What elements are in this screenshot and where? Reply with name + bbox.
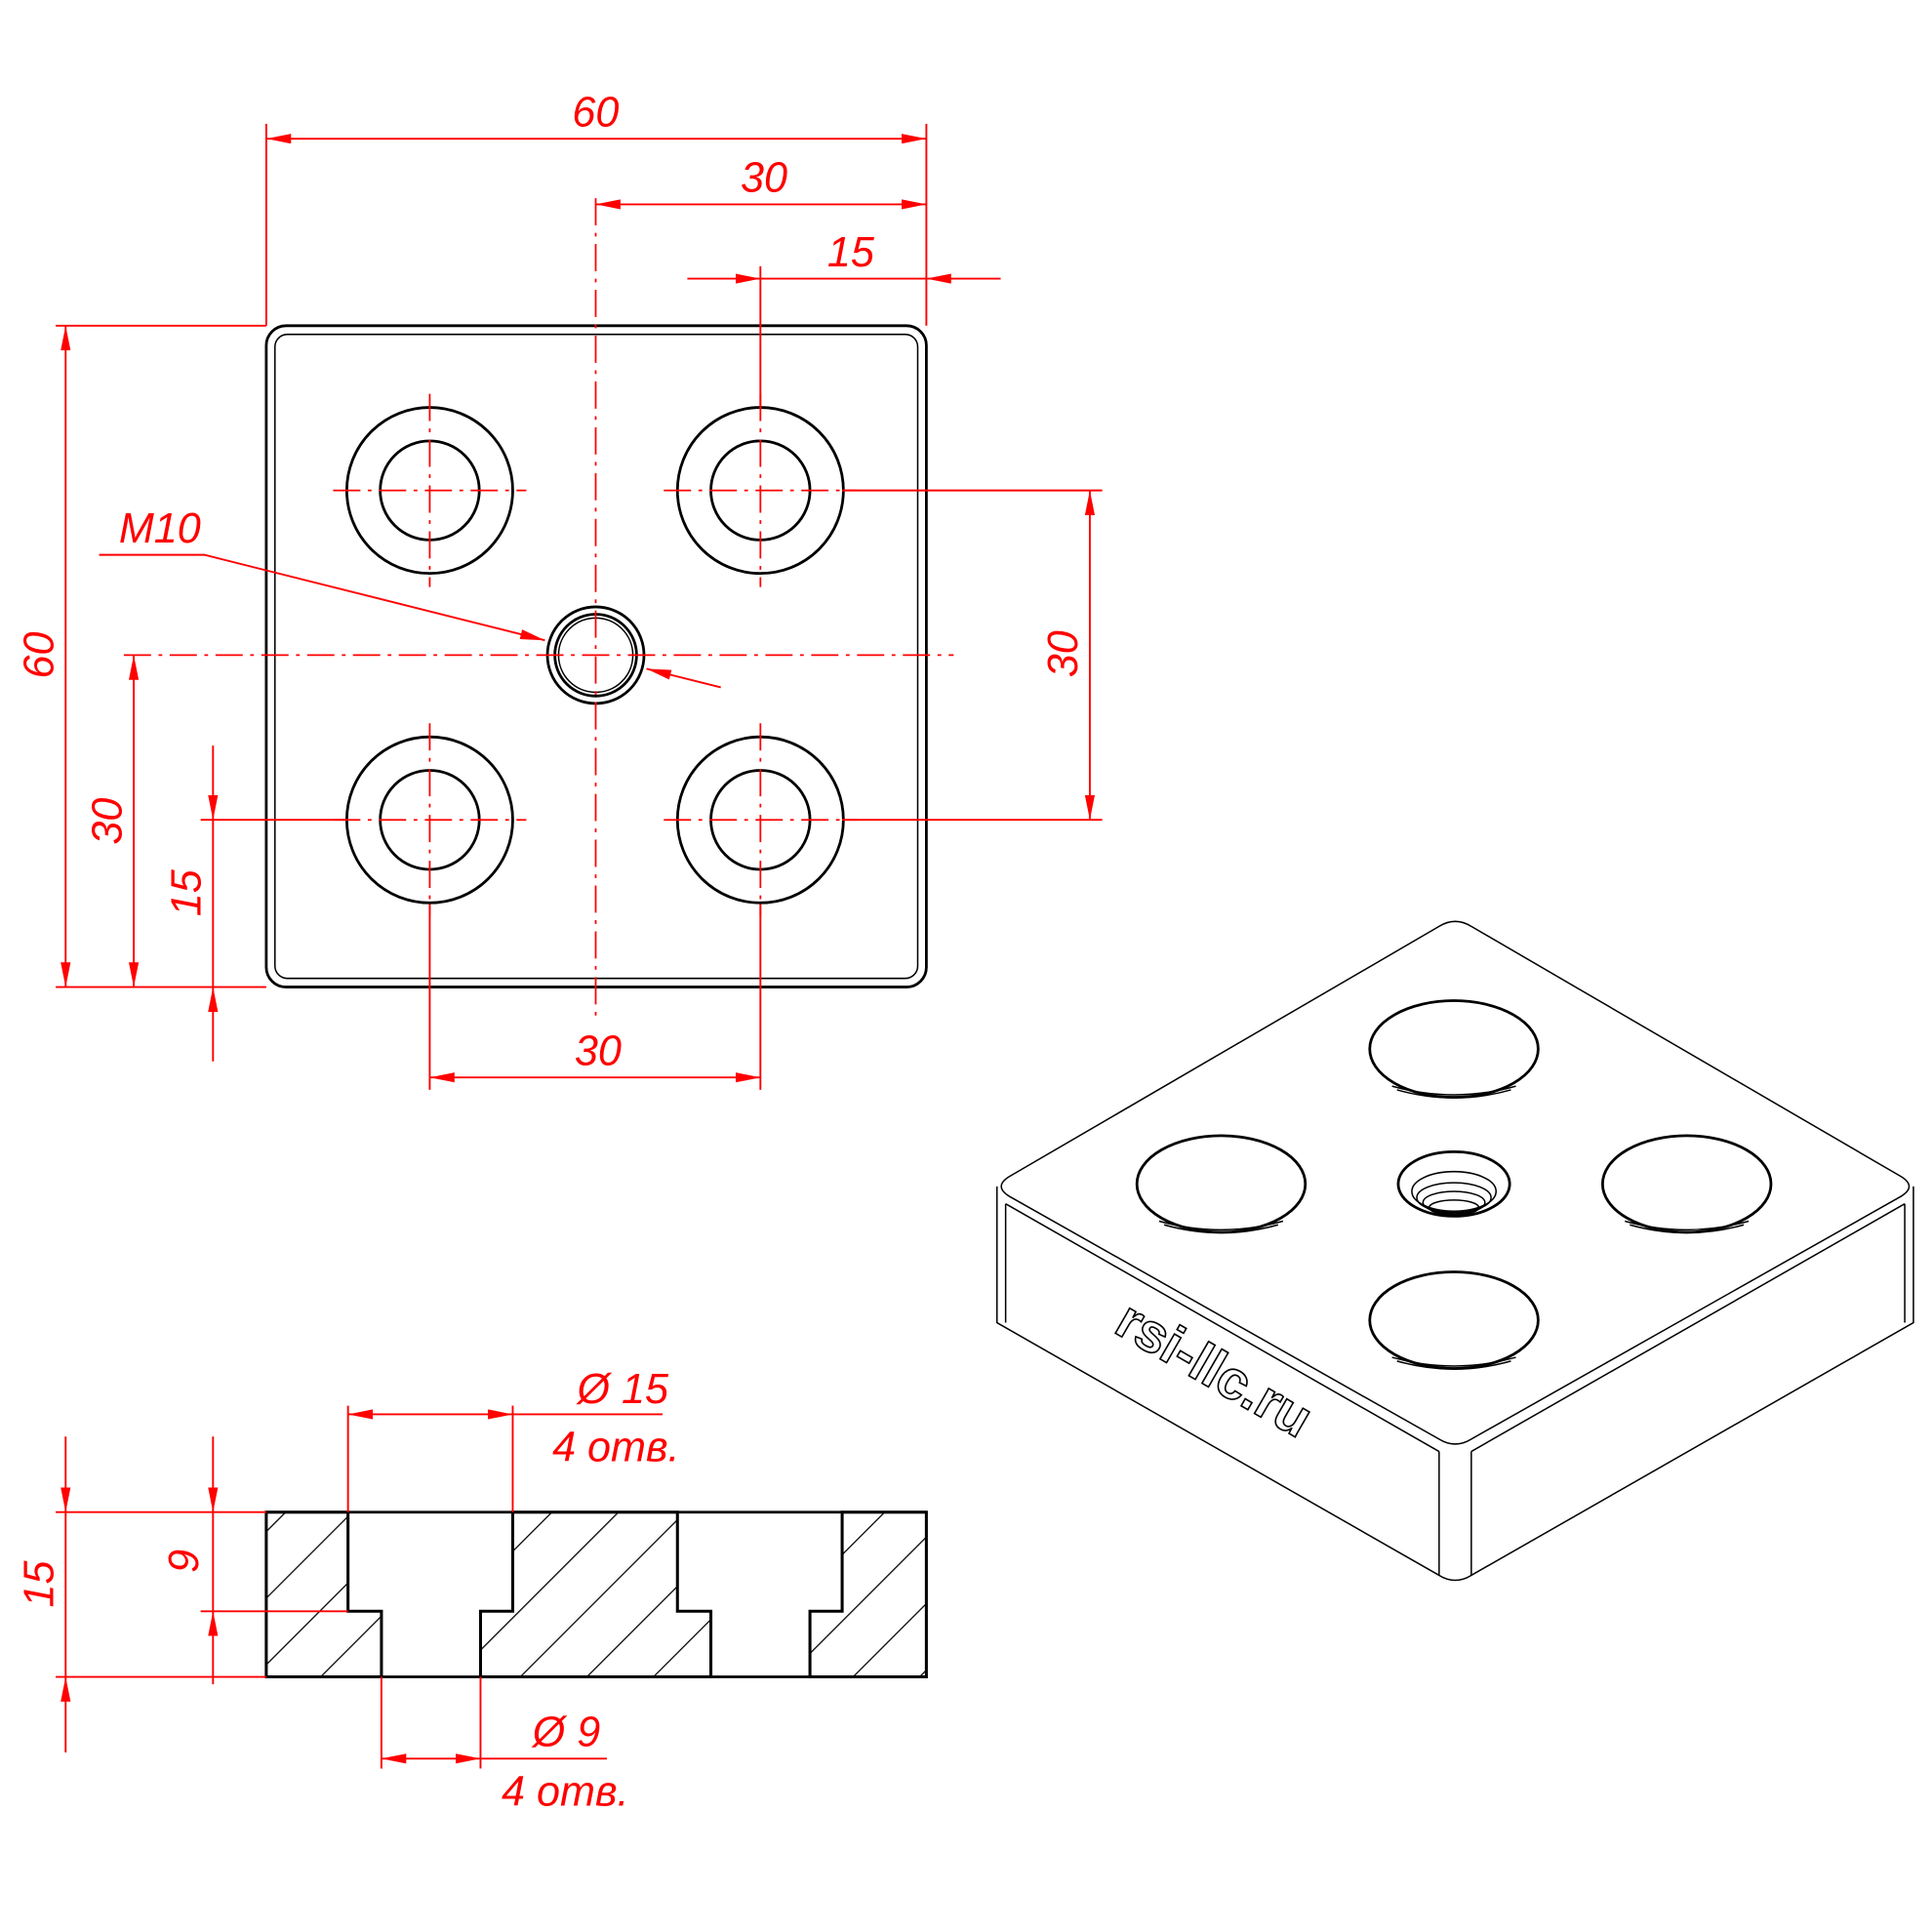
hole-diameter-label: Ø 9 <box>531 1710 601 1756</box>
top-view: 60 30 15 M10 30 60 30 15 30 <box>17 89 1103 1090</box>
hole-count-label: 4 отв. <box>502 1769 628 1816</box>
iso-counterbore-hole <box>1600 1134 1773 1234</box>
counterbore-hole <box>664 723 858 917</box>
thickness-label: 15 <box>17 1559 63 1607</box>
iso-chamfer-edges <box>1004 1203 1906 1576</box>
section-view: Ø 15 4 отв. Ø 9 4 отв. 9 15 <box>17 1366 928 1816</box>
iso-left-face <box>995 1186 1914 1582</box>
counterbore-diameter-label: Ø 15 <box>575 1366 669 1413</box>
dim-hole-offset-vertical-label: 15 <box>164 868 211 916</box>
iso-threaded-hole <box>1396 1149 1511 1218</box>
depth-label: 9 <box>161 1550 208 1573</box>
section-hatch <box>264 1510 928 1679</box>
isometric-view: rsi-llc.ru <box>995 920 1914 1582</box>
counterbore-count-label: 4 отв. <box>552 1425 679 1471</box>
counterbore-hole <box>333 393 527 587</box>
counterbore-hole <box>333 723 527 917</box>
dim-center-offset-label: 30 <box>741 155 787 202</box>
thread-leader-2 <box>646 667 721 689</box>
iso-top-face <box>1000 920 1911 1445</box>
thread-leader <box>99 553 545 642</box>
thread-label: M10 <box>119 505 201 552</box>
dim-hole-spacing-horizontal-label: 30 <box>575 1028 622 1075</box>
iso-counterbore-hole <box>1368 999 1540 1099</box>
iso-counterbore-hole <box>1135 1134 1308 1234</box>
dim-hole-offset-label: 15 <box>827 229 875 276</box>
iso-holes <box>1135 999 1773 1370</box>
iso-counterbore-hole <box>1368 1270 1540 1370</box>
dim-center-vertical-label: 30 <box>84 798 131 845</box>
counterbore-hole <box>664 393 858 587</box>
dim-width-label: 60 <box>572 89 619 136</box>
dim-hole-spacing-vertical-label: 30 <box>1040 630 1087 677</box>
dim-height-label: 60 <box>17 632 63 679</box>
counterbore-holes <box>333 393 858 917</box>
